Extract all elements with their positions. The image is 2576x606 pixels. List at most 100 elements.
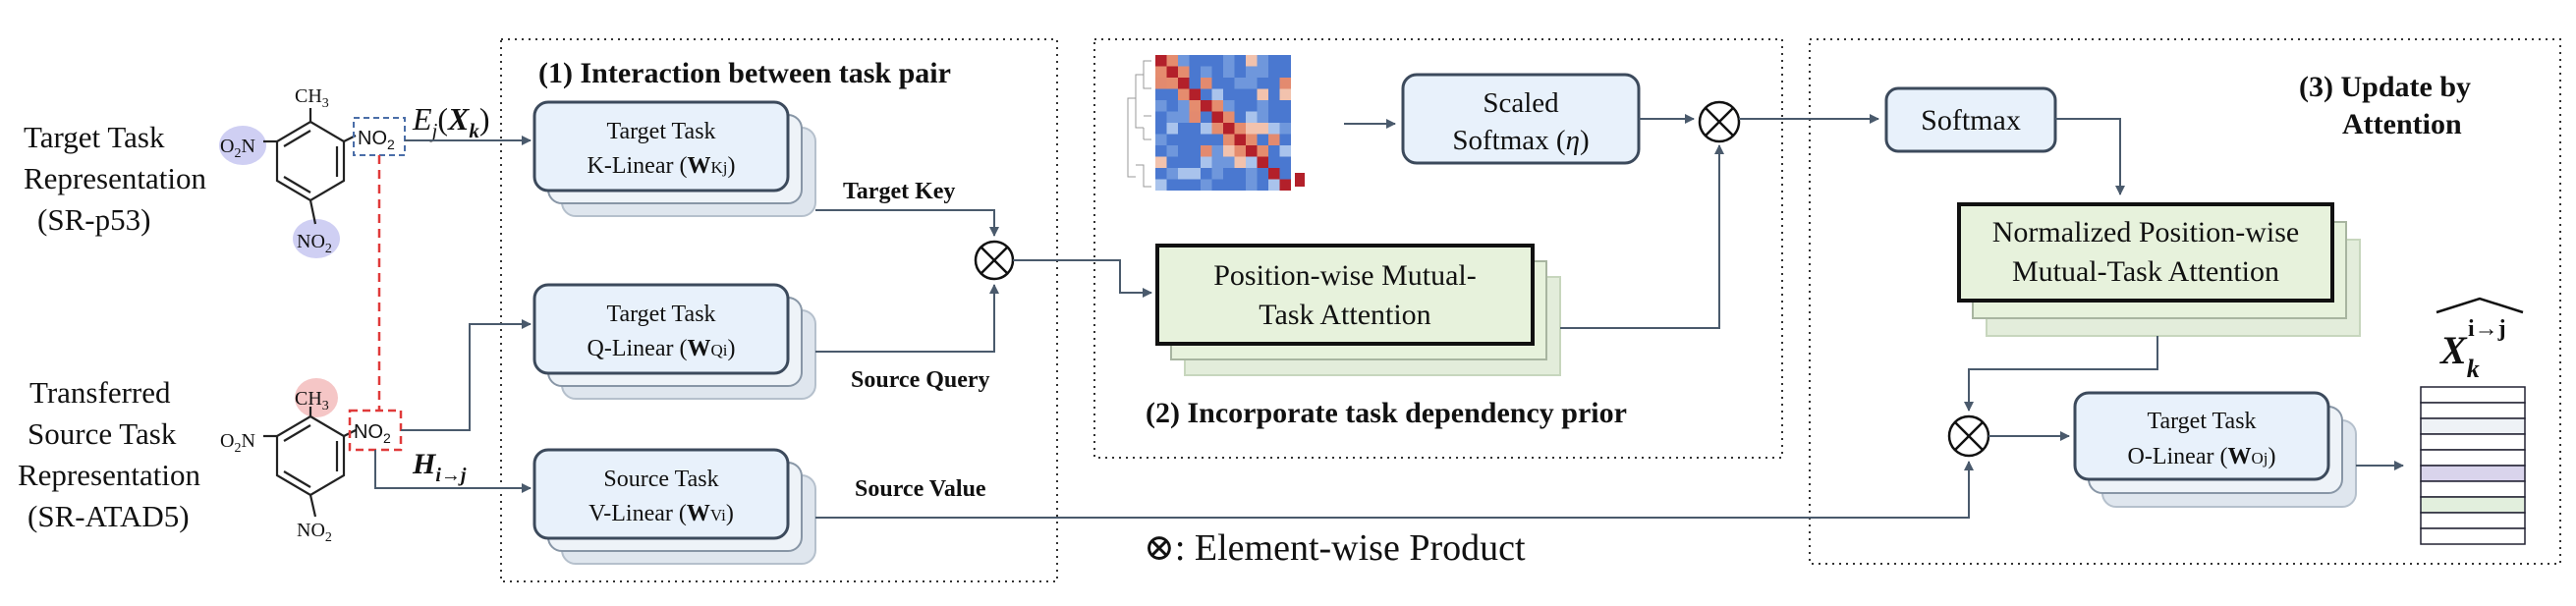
section2-border xyxy=(1093,38,1783,459)
heatmap-cell xyxy=(1234,55,1246,67)
product-operator-3 xyxy=(1947,414,1990,458)
heatmap-cell xyxy=(1257,66,1268,78)
heatmap-cell xyxy=(1155,156,1167,168)
heatmap-cell xyxy=(1257,100,1268,112)
heatmap-cell xyxy=(1211,156,1223,168)
heatmap-cell xyxy=(1246,134,1258,145)
svg-text:Mutual-Task Attention: Mutual-Task Attention xyxy=(2012,255,2279,288)
heatmap-cell xyxy=(1166,111,1178,123)
correlation-heatmap xyxy=(1127,55,1305,191)
arrow-key-to-product xyxy=(815,209,999,237)
heatmap-cell xyxy=(1166,168,1178,180)
heatmap-cell xyxy=(1234,134,1246,145)
svg-text:Transferred: Transferred xyxy=(29,375,171,410)
heatmap-cell xyxy=(1223,88,1235,100)
heatmap-cell xyxy=(1268,88,1280,100)
heatmap-cell xyxy=(1257,145,1268,157)
svg-text:CH3: CH3 xyxy=(295,388,329,413)
methyl-highlight xyxy=(295,378,338,417)
heatmap-cell xyxy=(1178,78,1190,89)
section1-border xyxy=(500,38,1058,582)
heatmap-cell xyxy=(1246,156,1258,168)
heatmap-cell xyxy=(1246,168,1258,180)
heatmap-cell xyxy=(1223,134,1235,145)
heatmap-cell xyxy=(1155,55,1167,67)
svg-text:NO2: NO2 xyxy=(297,520,332,545)
svg-text:Representation: Representation xyxy=(24,161,206,195)
source-molecule-labels: CH3 O2N NO2 xyxy=(220,388,332,545)
heatmap-cell xyxy=(1201,88,1212,100)
section1-title: (1) Interaction between task pair xyxy=(538,57,951,89)
heatmap-cell xyxy=(1257,156,1268,168)
heatmap-cell xyxy=(1201,168,1212,180)
q-linear-block: Target Task Q-Linear (WQi) xyxy=(532,283,816,400)
heatmap-cell xyxy=(1211,145,1223,157)
section3-border xyxy=(1809,38,2561,565)
heatmap-cell xyxy=(1279,111,1291,123)
heatmap-cell xyxy=(1155,145,1167,157)
heatmap-cell xyxy=(1257,55,1268,67)
heatmap-cell xyxy=(1178,111,1190,123)
heatmap-cell xyxy=(1178,179,1190,191)
svg-text:Position-wise Mutual-: Position-wise Mutual- xyxy=(1213,259,1477,292)
svg-text:Source Task: Source Task xyxy=(28,416,177,451)
heatmap-cell xyxy=(1201,179,1212,191)
svg-text:K-Linear (WKj): K-Linear (WKj) xyxy=(588,153,736,179)
otimes-symbol: ⊗ xyxy=(1144,527,1175,569)
heatmap-cell xyxy=(1279,123,1291,135)
heatmap-cell xyxy=(1223,55,1235,67)
heatmap-cell xyxy=(1257,123,1268,135)
heatmap-cell xyxy=(1211,134,1223,145)
heatmap-cell xyxy=(1268,78,1280,89)
heatmap-cell xyxy=(1178,88,1190,100)
heatmap-cell xyxy=(1166,179,1178,191)
heatmap-cell xyxy=(1279,145,1291,157)
heatmap-cell xyxy=(1211,168,1223,180)
heatmap-cell xyxy=(1246,78,1258,89)
heatmap-cell xyxy=(1268,179,1280,191)
heatmap-cell xyxy=(1246,111,1258,123)
svg-text:(SR-ATAD5): (SR-ATAD5) xyxy=(28,499,190,533)
heatmap-cell xyxy=(1223,123,1235,135)
arrow-product-to-attention xyxy=(1013,259,1152,298)
heatmap-cell xyxy=(1166,134,1178,145)
heatmap-cell xyxy=(1201,55,1212,67)
product-operator-2 xyxy=(1698,100,1741,143)
heatmap-cell xyxy=(1223,66,1235,78)
source-representation-label: Transferred Source Task Representation (… xyxy=(18,375,200,533)
heatmap-cell xyxy=(1257,179,1268,191)
heatmap-cell xyxy=(1234,156,1246,168)
heatmap-cell xyxy=(1201,134,1212,145)
heatmap-cell xyxy=(1211,66,1223,78)
svg-text:Source Task: Source Task xyxy=(603,467,718,492)
heatmap-cell xyxy=(1166,100,1178,112)
svg-text:Representation: Representation xyxy=(18,458,200,492)
heatmap-cell xyxy=(1155,123,1167,135)
heatmap-cell xyxy=(1279,156,1291,168)
heatmap-cell xyxy=(1211,55,1223,67)
arrow-attention-to-product xyxy=(1560,144,1724,329)
heatmap-cell xyxy=(1211,111,1223,123)
ej-xk-label: Ej(Xk) xyxy=(412,101,490,142)
heatmap-cell xyxy=(1279,88,1291,100)
heatmap-cell xyxy=(1234,100,1246,112)
heatmap-cell xyxy=(1166,66,1178,78)
heatmap-cell xyxy=(1166,55,1178,67)
svg-text:O2N: O2N xyxy=(220,136,255,161)
source-query-label: Source Query xyxy=(851,367,990,393)
normalized-attention-block: Normalized Position-wise Mutual-Task Att… xyxy=(1957,202,2361,337)
legend: ⊗: Element-wise Product xyxy=(1144,527,1526,569)
heatmap-cell xyxy=(1155,66,1167,78)
section2-title: (2) Incorporate task dependency prior xyxy=(1146,397,1627,429)
heatmap-cell xyxy=(1223,111,1235,123)
heatmap-cell xyxy=(1155,78,1167,89)
svg-text:V-Linear (WVi): V-Linear (WVi) xyxy=(588,501,734,526)
heatmap-cell xyxy=(1234,179,1246,191)
svg-text:Softmax: Softmax xyxy=(1921,104,2021,137)
heatmap-cell xyxy=(1211,179,1223,191)
heatmap-cell xyxy=(1223,156,1235,168)
heatmap-cell xyxy=(1268,123,1280,135)
target-representation-label: Target Task Representation (SR-p53) xyxy=(24,120,206,237)
heatmap-cell xyxy=(1166,123,1178,135)
svg-text:Target Task: Target Task xyxy=(24,120,165,154)
